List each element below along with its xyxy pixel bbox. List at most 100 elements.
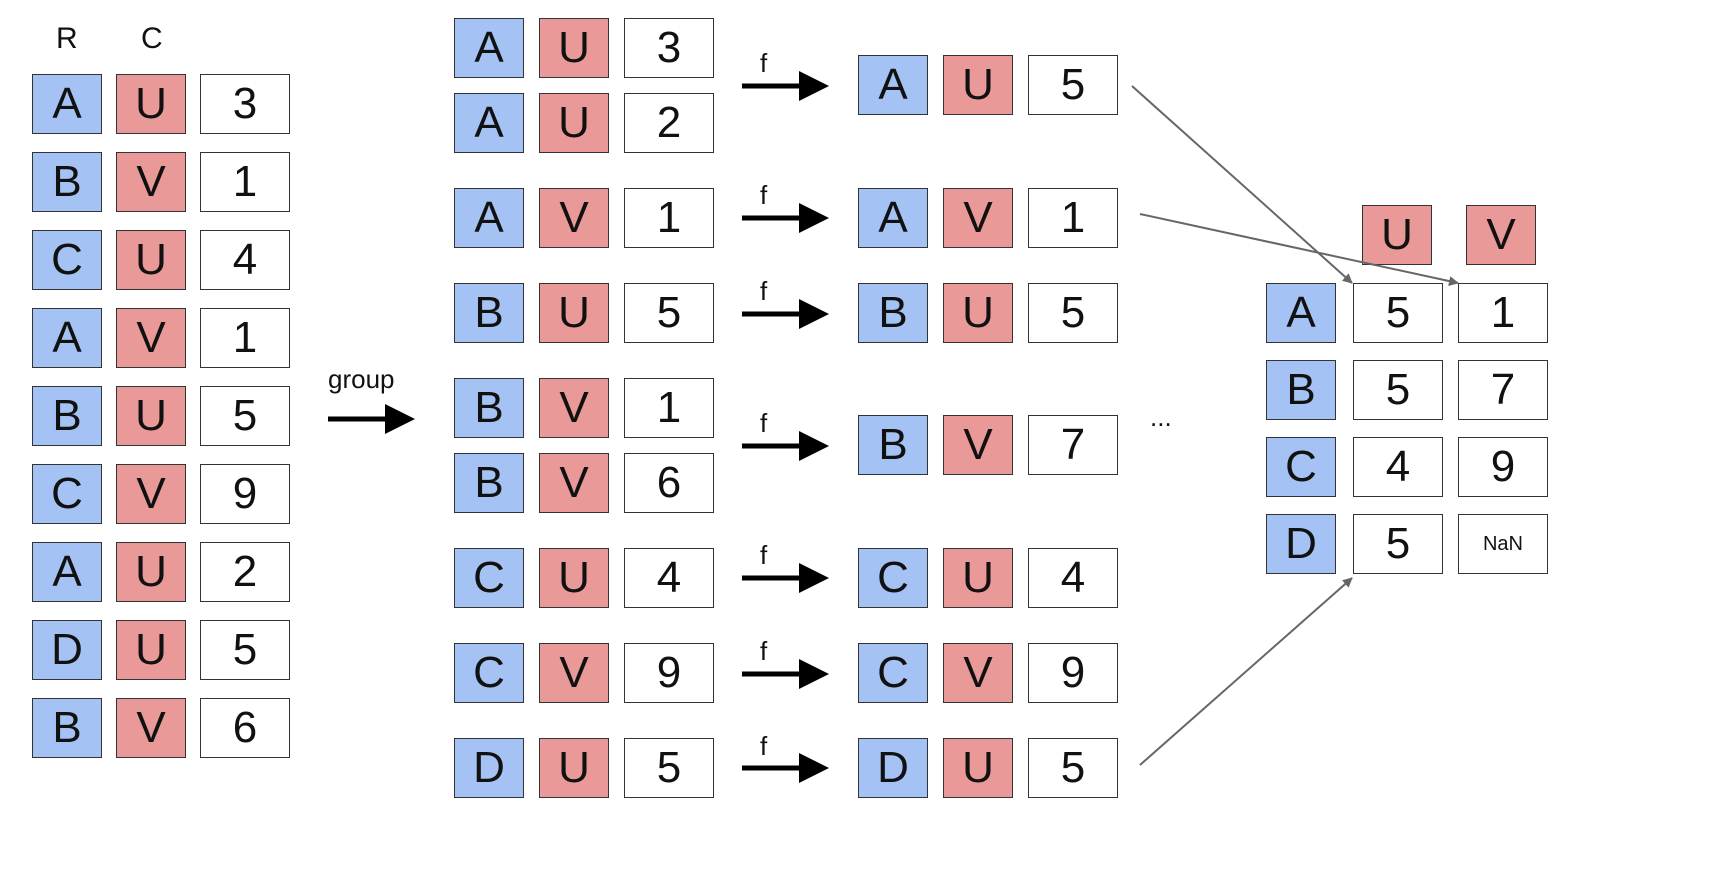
value-cell: 5 [1028,283,1118,343]
function-label: f [760,48,768,78]
value-cell: 5 [1028,738,1118,798]
pivot-row-key: B [1266,360,1336,420]
row-key-cell: C [858,548,928,608]
col-key-cell: U [943,55,1013,115]
row-key-cell: A [454,93,524,153]
row-key-cell: B [454,283,524,343]
pivot-arrow [1131,85,1353,284]
col-key-cell: V [116,308,186,368]
pivot-value-cell: NaN [1458,514,1548,574]
row-key-cell: A [32,308,102,368]
pivot-value-cell: 5 [1353,283,1443,343]
value-cell: 4 [624,548,714,608]
row-key-cell: A [32,74,102,134]
pivot-row-key: A [1266,283,1336,343]
value-cell: 6 [200,698,290,758]
col-key-cell: U [116,620,186,680]
value-cell: 5 [200,620,290,680]
pivot-row-key: D [1266,514,1336,574]
value-cell: 5 [624,738,714,798]
row-key-cell: B [32,386,102,446]
col-key-cell: U [539,283,609,343]
pivot-value-cell: 4 [1353,437,1443,497]
col-key-cell: V [539,453,609,513]
value-cell: 3 [624,18,714,78]
function-label: f [760,276,768,306]
function-label: f [760,408,768,438]
value-cell: 3 [200,74,290,134]
value-cell: 1 [200,152,290,212]
row-key-cell: B [858,415,928,475]
header-r: R [56,22,78,55]
row-key-cell: B [32,698,102,758]
col-key-cell: U [943,548,1013,608]
row-key-cell: B [454,453,524,513]
col-key-cell: U [116,386,186,446]
value-cell: 5 [624,283,714,343]
value-cell: 1 [624,188,714,248]
function-label: f [760,540,768,570]
row-key-cell: C [858,643,928,703]
col-key-cell: V [943,643,1013,703]
pivot-value-cell: 5 [1353,360,1443,420]
row-key-cell: D [858,738,928,798]
pivot-value-cell: 5 [1353,514,1443,574]
pivot-value-cell: 9 [1458,437,1548,497]
pivot-row-key: C [1266,437,1336,497]
row-key-cell: C [32,230,102,290]
value-cell: 5 [200,386,290,446]
pivot-value-cell: 7 [1458,360,1548,420]
value-cell: 1 [200,308,290,368]
group-label: group [328,364,395,394]
col-key-cell: U [539,93,609,153]
pivot-column-header: V [1466,205,1536,265]
row-key-cell: C [454,643,524,703]
value-cell: 1 [624,378,714,438]
value-cell: 4 [200,230,290,290]
row-key-cell: A [32,542,102,602]
value-cell: 9 [200,464,290,524]
value-cell: 2 [200,542,290,602]
pivot-arrow [1139,213,1459,286]
row-key-cell: B [858,283,928,343]
row-key-cell: C [454,548,524,608]
value-cell: 5 [1028,55,1118,115]
col-key-cell: V [943,188,1013,248]
row-key-cell: B [32,152,102,212]
pivot-arrow [1139,577,1353,766]
function-label: f [760,636,768,666]
pivot-arrows [1131,85,1459,766]
value-cell: 9 [624,643,714,703]
pivot-column-header: U [1362,205,1432,265]
value-cell: 7 [1028,415,1118,475]
col-key-cell: U [539,18,609,78]
row-key-cell: B [454,378,524,438]
value-cell: 9 [1028,643,1118,703]
col-key-cell: V [539,378,609,438]
function-label: f [760,731,768,761]
col-key-cell: V [116,698,186,758]
col-key-cell: U [116,542,186,602]
col-key-cell: U [943,283,1013,343]
col-key-cell: V [116,152,186,212]
value-cell: 1 [1028,188,1118,248]
value-cell: 4 [1028,548,1118,608]
function-arrows [742,71,829,783]
row-key-cell: A [858,55,928,115]
col-key-cell: U [943,738,1013,798]
header-c: C [141,22,163,55]
col-key-cell: U [116,74,186,134]
function-label: f [760,180,768,210]
col-key-cell: U [539,548,609,608]
row-key-cell: D [32,620,102,680]
value-cell: 6 [624,453,714,513]
col-key-cell: U [539,738,609,798]
col-key-cell: V [539,643,609,703]
pivot-value-cell: 1 [1458,283,1548,343]
col-key-cell: V [116,464,186,524]
row-key-cell: A [454,18,524,78]
col-key-cell: U [116,230,186,290]
row-key-cell: C [32,464,102,524]
row-key-cell: A [858,188,928,248]
